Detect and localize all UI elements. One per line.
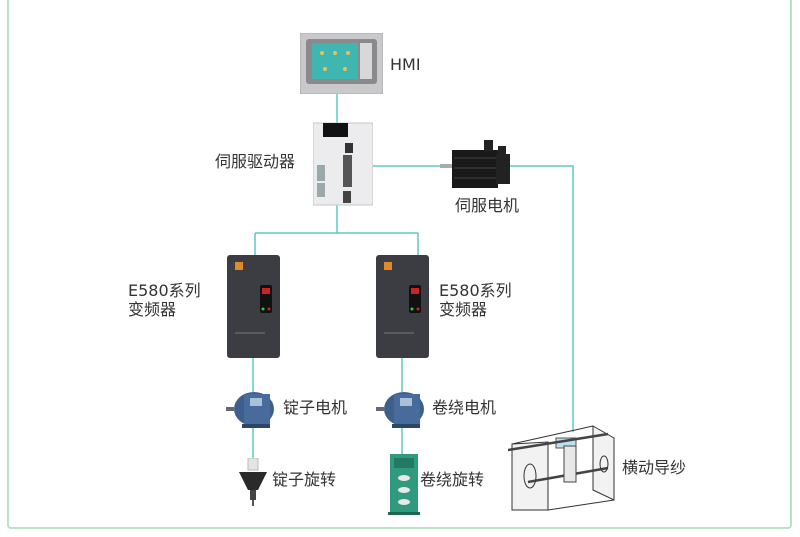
- servo-motor-label: 伺服电机: [455, 196, 520, 215]
- servo-motor-icon: [440, 140, 510, 188]
- winding-machine-icon: [388, 454, 420, 515]
- servo-drive-icon: [313, 122, 373, 206]
- hmi-panel-icon: [300, 33, 383, 94]
- winding-rotation-label: 卷绕旋转: [420, 470, 485, 489]
- spindle-rotation-label: 锭子旋转: [272, 470, 337, 489]
- wire-drive-vfds: [254, 205, 419, 256]
- traverse-guide-label: 横动导纱: [622, 458, 687, 477]
- vfd-right-label-line2: 变频器: [439, 300, 488, 319]
- vfd-left-label-line1: E580系列: [128, 281, 201, 300]
- vfd-left-label-line2: 变频器: [128, 300, 177, 319]
- diagram-frame: [7, 0, 792, 529]
- hmi-label: HMI: [390, 55, 421, 74]
- spindle-motor-icon: [226, 392, 274, 428]
- wire-motor-traverse: [510, 165, 574, 432]
- vfd-right-icon: [376, 255, 429, 358]
- vfd-left-icon: [227, 255, 280, 358]
- servo-drive-label: 伺服驱动器: [215, 152, 296, 171]
- traverse-guide-icon: [508, 425, 615, 511]
- spindle-icon: [239, 458, 267, 506]
- spindle-motor-label: 锭子电机: [283, 398, 348, 417]
- vfd-right-label-line1: E580系列: [439, 281, 512, 300]
- winding-motor-label: 卷绕电机: [432, 398, 497, 417]
- winding-motor-icon: [376, 392, 424, 428]
